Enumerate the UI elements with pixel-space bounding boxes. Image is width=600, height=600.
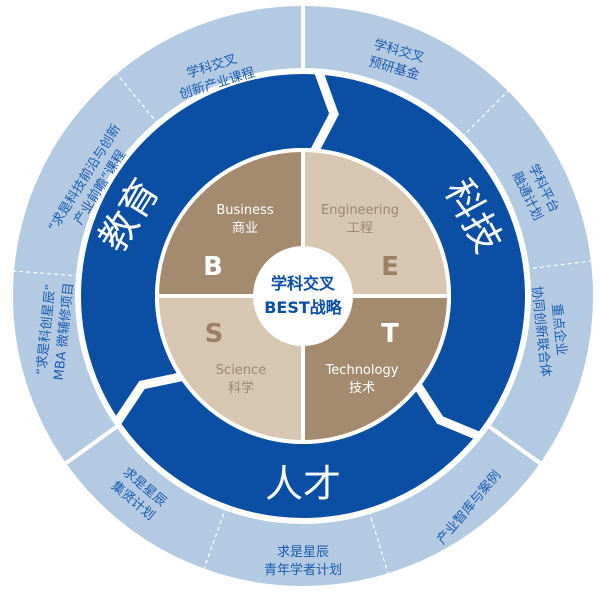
technology-en: Technology [325, 363, 399, 378]
engineering-en: Engineering [321, 203, 399, 218]
quadrant-science [154, 294, 305, 445]
svg-text:重点企业: 重点企业 [548, 303, 569, 356]
business-en: Business [216, 203, 274, 218]
technology-letter: T [381, 319, 399, 349]
outer-ring-dashed-dividers [13, 73, 592, 574]
center-title-line1: 学科交叉 [271, 274, 336, 293]
outer-ring-separators [60, 4, 546, 468]
svg-text:求是星辰: 求是星辰 [277, 545, 329, 560]
engineering-zh: 工程 [347, 221, 373, 236]
business-zh: 商业 [232, 221, 258, 236]
chevron-arrow-gaps [112, 68, 483, 442]
quadrant-business [154, 147, 305, 298]
science-zh: 科学 [228, 380, 254, 396]
quadrant-engineering [301, 147, 452, 298]
quadrant-technology [301, 294, 452, 445]
pillar-talent: 人才 [265, 462, 341, 506]
technology-zh: 技术 [349, 381, 375, 396]
engineering-letter: E [381, 252, 399, 282]
blue-ring [81, 74, 525, 518]
center-title-line2: BEST战略 [264, 298, 343, 317]
science-en: Science [216, 363, 266, 378]
svg-text:青年学者计划: 青年学者计划 [264, 562, 342, 578]
science-letter: S [205, 319, 224, 349]
quadrants [154, 147, 452, 445]
business-letter: B [203, 252, 223, 282]
program-3: “求是科创星辰”MBA 微辅修项目 [34, 282, 77, 381]
center-circle [253, 246, 353, 346]
